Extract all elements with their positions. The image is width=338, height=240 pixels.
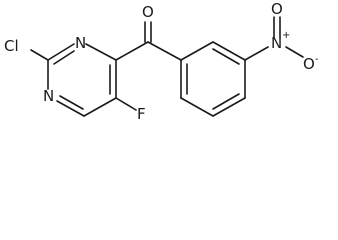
atom-n-nitro: N <box>271 34 282 52</box>
phenyl-ring <box>180 41 246 117</box>
bond-ph1-ph2 <box>180 41 214 61</box>
atom-f: F <box>137 105 146 123</box>
atom-o-nitro-top: O <box>271 0 283 18</box>
bond-c2-n1-inner <box>53 50 75 65</box>
bond-ph2-ph3-inner <box>212 48 240 65</box>
bond-c4-n3 <box>56 100 85 117</box>
bond-c2-cl <box>30 49 49 61</box>
atom-o-nitro-right: O <box>303 55 315 73</box>
bond-ph2-ph3 <box>212 41 246 61</box>
pyrimidine-ring <box>47 43 117 117</box>
bond-n1-c6 <box>85 43 117 61</box>
bond-carbonyl-phenyl <box>147 41 182 61</box>
bond-ph4-ph5-inner <box>212 93 240 110</box>
bond-c5-c4 <box>83 97 117 117</box>
molecule-structure: Cl N N F O N + O O - <box>4 0 319 123</box>
atom-o-carbonyl: O <box>142 3 154 21</box>
bond-c4-n3-inner <box>59 95 84 110</box>
bond-ph5-ph6 <box>180 97 214 117</box>
charge-o-nitro-right: - <box>315 54 319 65</box>
bond-nitro-o-right <box>285 46 304 58</box>
bond-ph3-nitro <box>244 46 269 61</box>
atom-n1: N <box>75 34 86 52</box>
bond-c6-carbonyl <box>115 41 149 61</box>
charge-n-nitro: + <box>282 30 290 41</box>
bond-c2-n1 <box>47 43 75 61</box>
atom-cl: Cl <box>4 37 19 55</box>
atom-n3: N <box>43 87 54 105</box>
bond-c5-f <box>115 97 137 111</box>
bond-ph4-ph5 <box>212 97 246 117</box>
